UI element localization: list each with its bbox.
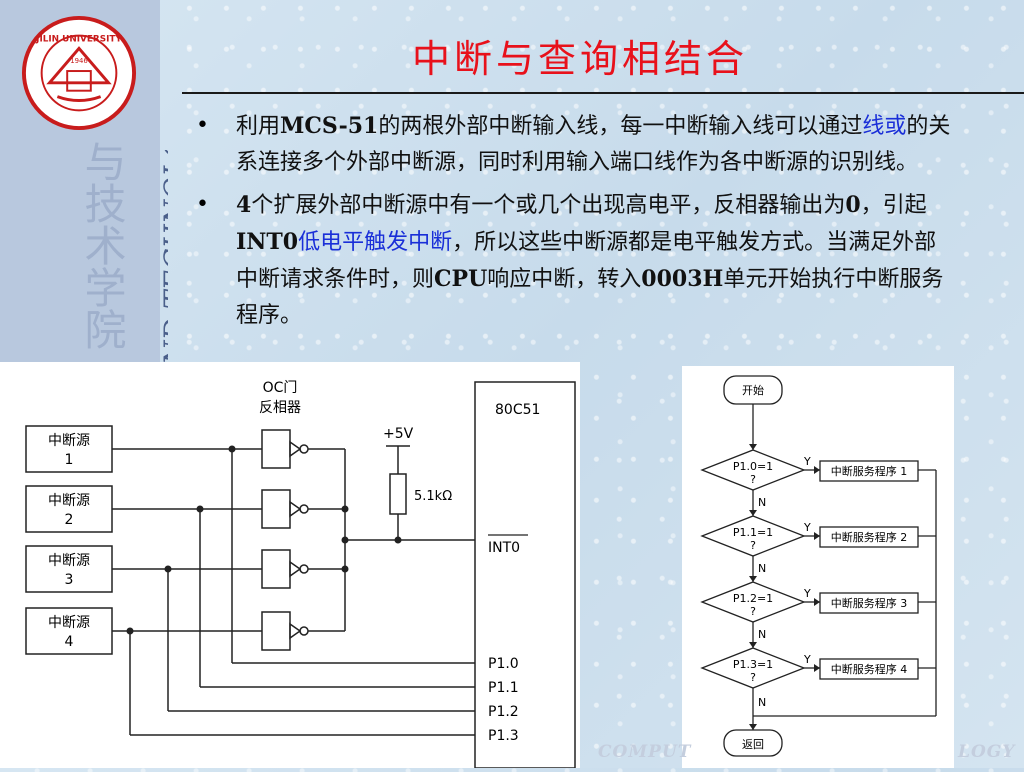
svg-text:?: ? — [750, 605, 756, 618]
svg-text:Y: Y — [803, 653, 811, 666]
flow-condition: P1.1=1 — [733, 526, 773, 539]
resistor-label: 5.1kΩ — [414, 489, 452, 504]
source-label: 中断源 — [48, 493, 90, 509]
port-label: P1.1 — [488, 680, 519, 696]
bullet-text: 4个扩展外部中断源中有一个或几个出现高电平，反相器输出为0，引起INT0低电平触… — [236, 192, 944, 328]
university-seal-logo: JILIN UNIVERSITY 1946 — [21, 15, 137, 131]
sidebar-vertical-english: ND TECHNOLOGY — [158, 150, 168, 365]
title-divider — [182, 92, 1024, 94]
sidebar-band: JILIN UNIVERSITY 1946 与技术学院 ND TECHNOLOG… — [0, 0, 168, 365]
svg-text:N: N — [758, 696, 766, 709]
bullet-dot: • — [196, 192, 209, 217]
highlight-low-level-trigger: 低电平触发中断 — [298, 230, 453, 255]
port-label: P1.0 — [488, 656, 519, 672]
flow-service: 中断服务程序 4 — [831, 662, 908, 676]
svg-text:1946: 1946 — [70, 57, 88, 65]
bullet-dot: • — [196, 113, 209, 138]
svg-text:?: ? — [750, 539, 756, 552]
source-number: 4 — [65, 634, 74, 650]
flow-condition: P1.0=1 — [733, 460, 773, 473]
source-label: 中断源 — [48, 433, 90, 449]
flow-service: 中断服务程序 2 — [831, 530, 908, 544]
svg-text:?: ? — [750, 473, 756, 486]
circuit-diagram-panel: OC门 反相器 80C51 +5V 5.1kΩ INT0 中断源 1 中断源 2… — [0, 362, 580, 769]
bullet-list: • 利用MCS-51的两根外部中断输入线，每一中断输入线可以通过线或的关系连接多… — [196, 108, 956, 340]
flow-condition: P1.3=1 — [733, 658, 773, 671]
source-label: 中断源 — [48, 553, 90, 569]
footer-left-text: COMPUT — [598, 742, 692, 762]
flowchart-panel: 开始 返回 P1.0=1 ? P1.1=1 ? P1.2=1 ? P1.3=1 … — [682, 366, 954, 768]
flow-condition: P1.2=1 — [733, 592, 773, 605]
flow-service: 中断服务程序 3 — [831, 596, 908, 610]
svg-text:N: N — [758, 628, 766, 641]
port-label: P1.3 — [488, 728, 519, 744]
svg-text:N: N — [758, 562, 766, 575]
svg-text:Y: Y — [803, 587, 811, 600]
flowchart: 开始 返回 P1.0=1 ? P1.1=1 ? P1.2=1 ? P1.3=1 … — [700, 375, 937, 757]
bullet-item: • 4个扩展外部中断源中有一个或几个出现高电平，反相器输出为0，引起INT0低电… — [196, 187, 956, 334]
page-title: 中断与查询相结合 — [411, 37, 748, 81]
source-label: 中断源 — [48, 615, 90, 631]
highlight-wired-or: 线或 — [862, 114, 907, 139]
svg-text:JILIN UNIVERSITY: JILIN UNIVERSITY — [35, 35, 122, 45]
port-label: P1.2 — [488, 704, 519, 720]
vcc-label: +5V — [383, 426, 414, 442]
svg-text:Y: Y — [803, 521, 811, 534]
source-number: 1 — [65, 452, 74, 468]
flow-end: 返回 — [742, 738, 764, 751]
svg-text:N: N — [758, 496, 766, 509]
svg-text:?: ? — [750, 671, 756, 684]
circuit-diagram: OC门 反相器 80C51 +5V 5.1kΩ INT0 中断源 1 中断源 2… — [25, 380, 576, 769]
source-number: 3 — [65, 572, 74, 588]
svg-text:Y: Y — [803, 455, 811, 468]
bullet-text: 利用MCS-51的两根外部中断输入线，每一中断输入线可以通过线或的关系连接多个外… — [236, 113, 951, 175]
flow-service: 中断服务程序 1 — [831, 464, 908, 478]
flow-start: 开始 — [742, 383, 764, 397]
bullet-item: • 利用MCS-51的两根外部中断输入线，每一中断输入线可以通过线或的关系连接多… — [196, 108, 956, 181]
chip-label: 80C51 — [495, 402, 540, 418]
sidebar-vertical-chinese: 与技术学院 — [78, 140, 127, 350]
int0-pin-label: INT0 — [488, 540, 520, 556]
gate-label: OC门 — [263, 380, 298, 396]
gate-label: 反相器 — [259, 400, 301, 416]
footer-right-text: LOGY — [958, 742, 1016, 762]
source-number: 2 — [65, 512, 74, 528]
